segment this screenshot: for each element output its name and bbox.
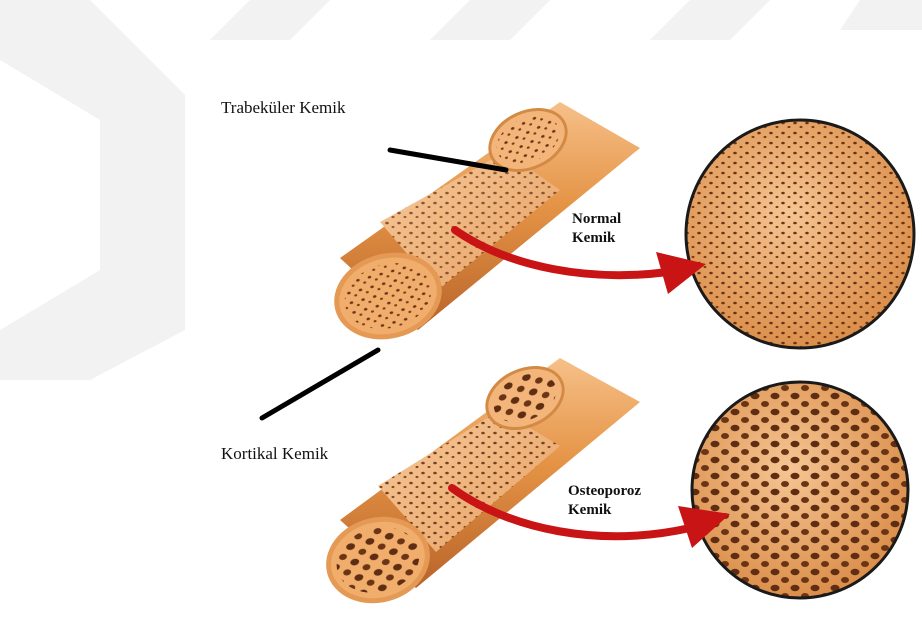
normal-bone-label: Normal Kemik	[572, 210, 621, 248]
osteoporotic-bone-label-line2: Kemik	[568, 501, 641, 520]
cortical-bone-label: Kortikal Kemik	[221, 444, 328, 464]
normal-bone-label-line1: Normal	[572, 210, 621, 229]
osteoporotic-bone-label: Osteoporoz Kemik	[568, 482, 641, 520]
osteoporotic-bone-label-line1: Osteoporoz	[568, 482, 641, 501]
trabecular-bone-label: Trabeküler Kemik	[221, 98, 346, 118]
osteoporotic-bone-magnified-icon	[688, 378, 918, 608]
normal-bone-magnified-icon	[680, 116, 920, 356]
normal-bone-label-line2: Kemik	[572, 229, 621, 248]
cortical-pointer-line	[262, 350, 378, 418]
